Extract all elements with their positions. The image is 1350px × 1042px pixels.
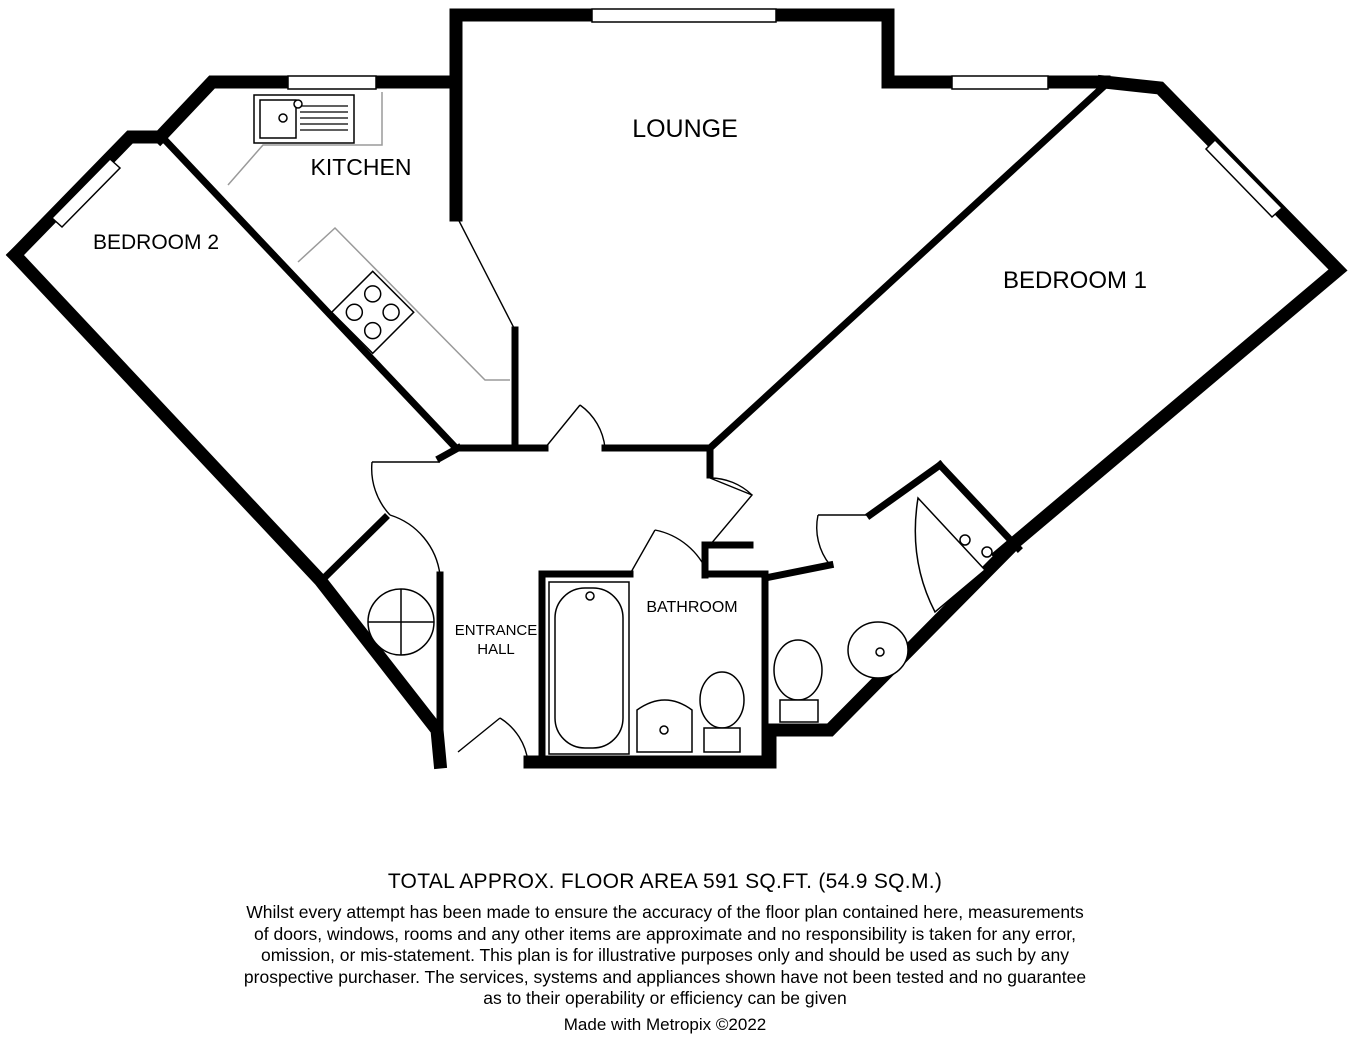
- shower-wall: [935, 460, 1023, 553]
- bedroom2-door: [370, 461, 440, 516]
- disclaimer-line: prospective purchaser. The services, sys…: [243, 966, 1087, 987]
- doors: [370, 214, 870, 763]
- room-label-entrance: ENTRANCE: [455, 622, 538, 639]
- bathroom-left-wall: [538, 570, 634, 766]
- lounge-bedroom1-wall: [705, 83, 1107, 453]
- bathroom-door: [629, 529, 709, 575]
- room-label-lounge: LOUNGE: [632, 115, 738, 143]
- kitchen-bedroom2-wall: [160, 135, 460, 452]
- bathroom-toilet-icon: [699, 671, 745, 753]
- room-label-hall: HALL: [477, 641, 515, 658]
- lounge-kitchen-opening: [455, 214, 516, 331]
- made-with-credit: Made with Metropix ©2022: [563, 1015, 767, 1034]
- disclaimer-line: omission, or mis-statement. This plan is…: [261, 945, 1069, 965]
- windows: [50, 8, 1284, 229]
- cupboard-door: [389, 514, 441, 576]
- kitchen-window: [287, 75, 377, 90]
- room-label-bedroom1: BEDROOM 1: [1003, 267, 1147, 294]
- sink-icon: [253, 94, 355, 144]
- disclaimer: Whilst every attempt has been made to en…: [140, 902, 1190, 1010]
- ensuite-exterior-wall: [763, 538, 1020, 767]
- bath-icon: [548, 581, 630, 755]
- disclaimer-line: Whilst every attempt has been made to en…: [246, 902, 1084, 922]
- lounge-door: [544, 404, 606, 449]
- lounge-exterior-wall: [449, 8, 1111, 222]
- room-label-bathroom: BATHROOM: [646, 599, 737, 616]
- disclaimer-line: as to their operability or efficiency ca…: [483, 988, 847, 1008]
- kitchen-fittings: [227, 92, 510, 381]
- bedroom1-window-top: [951, 75, 1049, 90]
- ensuite-door: [816, 514, 870, 566]
- bedroom1-door: [709, 477, 754, 546]
- disclaimer-line: of doors, windows, rooms and any other i…: [254, 923, 1076, 944]
- cupboard-wall-diag: [317, 513, 390, 585]
- bedroom1-window-right: [1204, 138, 1284, 219]
- ensuite-basin-icon: [847, 621, 909, 679]
- ensuite-toilet-icon: [773, 639, 823, 723]
- kitchen-counter-top: [227, 92, 383, 186]
- lounge-window: [591, 8, 777, 23]
- bedroom1-exterior-wall-right: [990, 74, 1348, 565]
- total-floor-area: TOTAL APPROX. FLOOR AREA 591 SQ.FT. (54.…: [387, 870, 943, 893]
- entrance-door: [457, 717, 529, 763]
- bathroom-basin-icon: [636, 699, 693, 753]
- water-cylinder-icon: [367, 588, 435, 656]
- room-label-bedroom2: BEDROOM 2: [93, 231, 219, 254]
- bedroom2-window: [50, 157, 122, 229]
- bedroom2-exterior-wall-left: [5, 245, 448, 770]
- hob-icon: [330, 270, 415, 355]
- shower-tray-icon: [914, 496, 993, 614]
- ensuite-wall-c: [760, 560, 835, 583]
- kitchen-counter-side: [297, 226, 510, 381]
- interior-walls: [160, 83, 1107, 766]
- ensuite-wall-d: [865, 460, 945, 520]
- room-label-kitchen: KITCHEN: [311, 154, 412, 180]
